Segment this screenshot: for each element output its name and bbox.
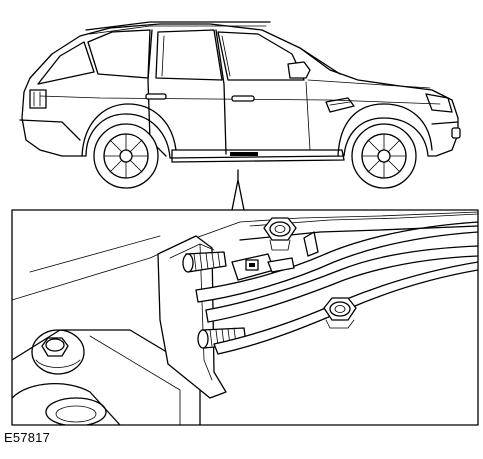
rear-door-window [155, 29, 223, 81]
mounting-bracket [157, 235, 227, 399]
front-door-handle [231, 95, 255, 102]
upper-threaded-stud [182, 251, 227, 273]
rear-side-window [87, 29, 151, 79]
rear-door-handle [145, 93, 167, 100]
body-mount-bolt [31, 329, 85, 375]
headlamp [425, 93, 453, 113]
detail-frame [11, 209, 479, 426]
tail-lamp [29, 89, 47, 109]
pipe-retaining-clip [231, 253, 295, 281]
upper-nut [263, 217, 297, 251]
vehicle-side-view [19, 21, 461, 189]
front-wheel [351, 123, 417, 189]
front-door-window [217, 31, 305, 81]
callout-leader [231, 169, 245, 211]
detail-view [11, 209, 479, 426]
figure-reference-code: E57817 [4, 430, 51, 445]
door-mirror [287, 61, 311, 79]
side-vent [325, 97, 355, 113]
sill-panel [171, 149, 345, 163]
sill-step-plate [230, 152, 258, 156]
vehicle-body-outline [21, 23, 459, 159]
lower-nut [323, 297, 357, 329]
rear-wheel [93, 123, 159, 189]
